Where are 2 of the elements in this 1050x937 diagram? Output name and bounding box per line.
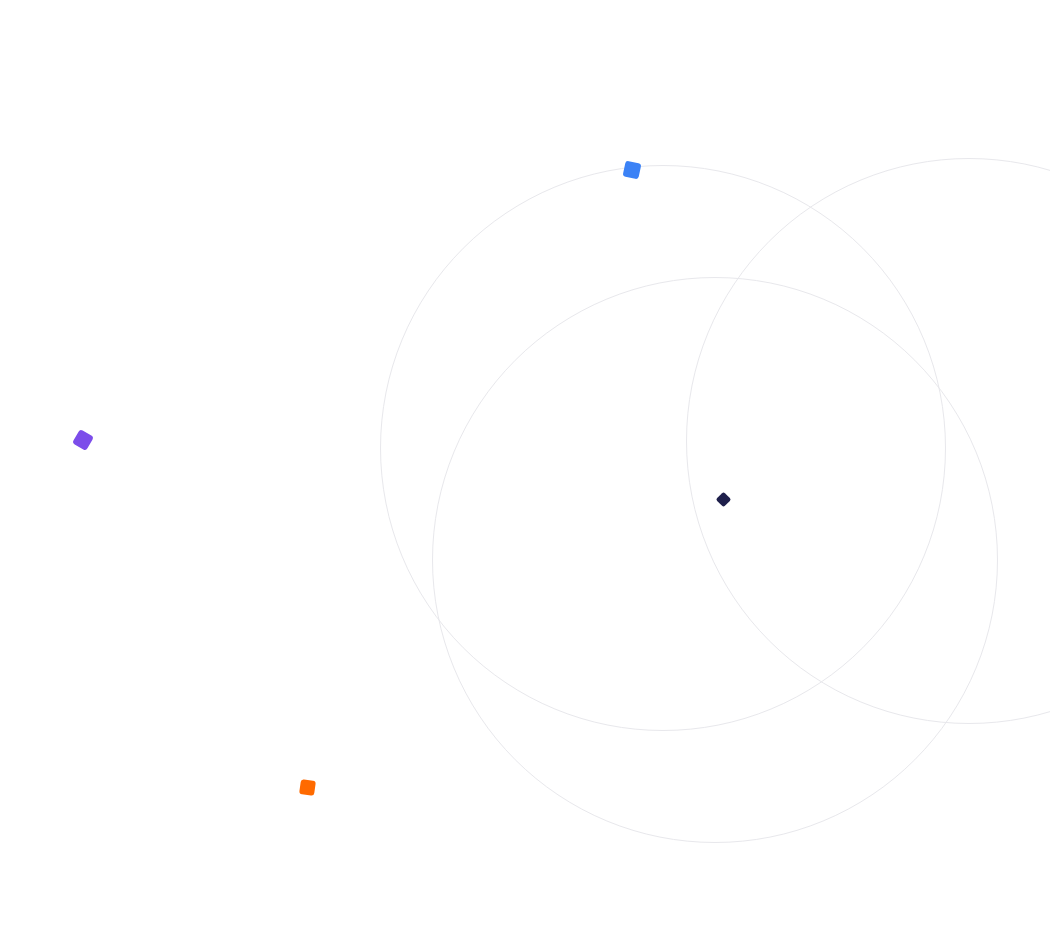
square-marker (622, 160, 642, 180)
square-marker (299, 779, 316, 796)
